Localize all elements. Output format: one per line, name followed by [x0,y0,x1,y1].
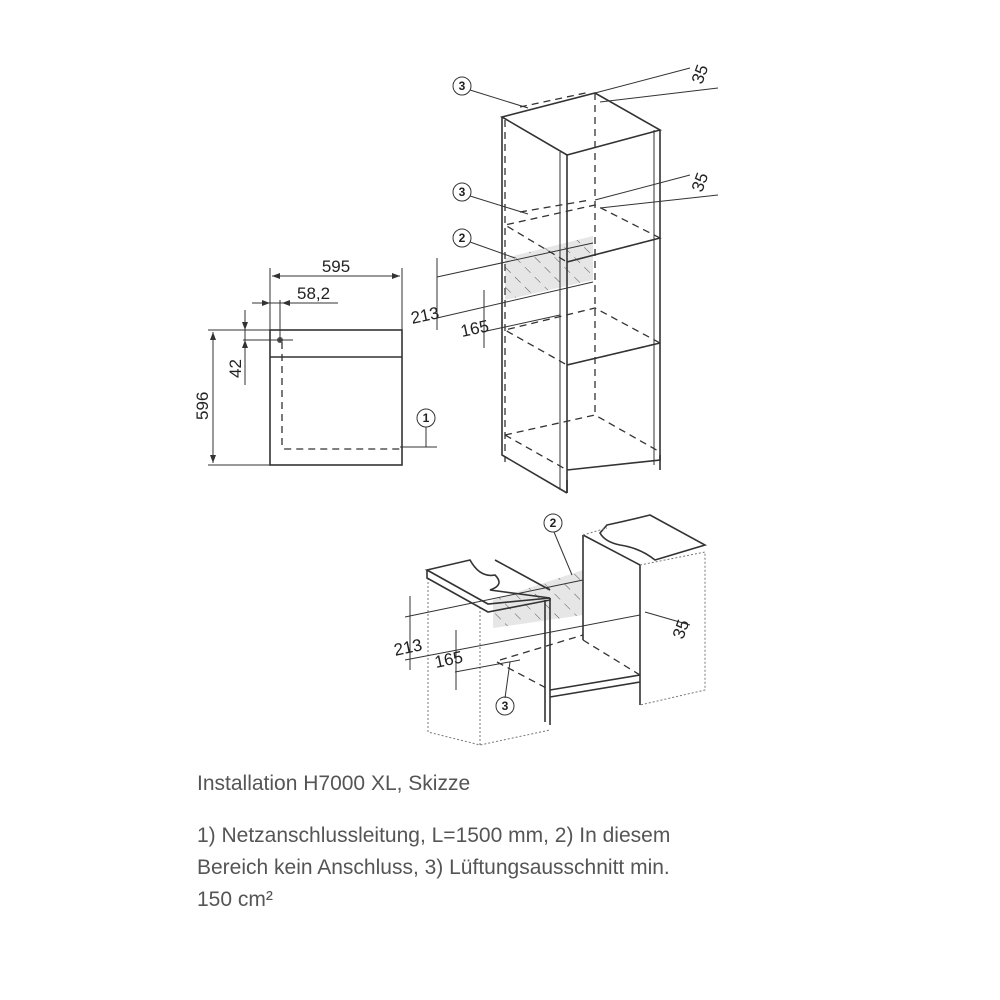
svg-text:2: 2 [550,516,557,530]
dim-top: 42 [226,359,245,378]
marker-3-top [452,76,472,96]
svg-text:3: 3 [459,185,466,199]
installation-diagram: 595 58,2 42 596 1 [193,62,719,746]
tall-cabinet: 213 165 35 35 3 3 2 [409,62,719,494]
caption-line: Bereich kein Anschluss, 3) Lüftungsaussc… [197,856,670,879]
tall-dim-35-mid: 35 [688,170,712,194]
marker-2-base [543,513,563,533]
caption-line: 1) Netzanschlussleitung, L=1500 mm, 2) I… [197,824,671,847]
svg-text:3: 3 [459,79,466,93]
base-dim-165: 165 [433,647,465,671]
base-dim-35: 35 [669,617,693,641]
no-connection-area [505,236,593,300]
marker-2 [452,228,472,248]
dim-offset: 58,2 [297,284,330,303]
svg-text:3: 3 [502,699,509,713]
marker-3-base [495,696,515,716]
svg-text:2: 2 [459,231,466,245]
caption-description: 1) Netzanschlussleitung, L=1500 mm, 2) I… [197,820,837,916]
base-dim-213: 213 [392,635,424,659]
svg-text:1: 1 [423,411,430,425]
caption-line: 150 cm² [197,888,273,911]
base-cabinet-scene: 213 165 35 2 3 [392,513,708,746]
tall-dim-165: 165 [459,316,491,340]
tall-dim-35-top: 35 [688,62,712,86]
power-cable-path [281,342,400,450]
dim-width: 595 [322,257,350,276]
dim-height: 596 [193,392,212,420]
tall-dim-213: 213 [409,303,441,327]
caption-title: Installation H7000 XL, Skizze [197,772,471,795]
oven-front-panel [269,329,403,466]
marker-3-mid [452,182,472,202]
oven-front-view: 595 58,2 42 596 1 [193,257,437,466]
marker-1 [416,408,436,428]
